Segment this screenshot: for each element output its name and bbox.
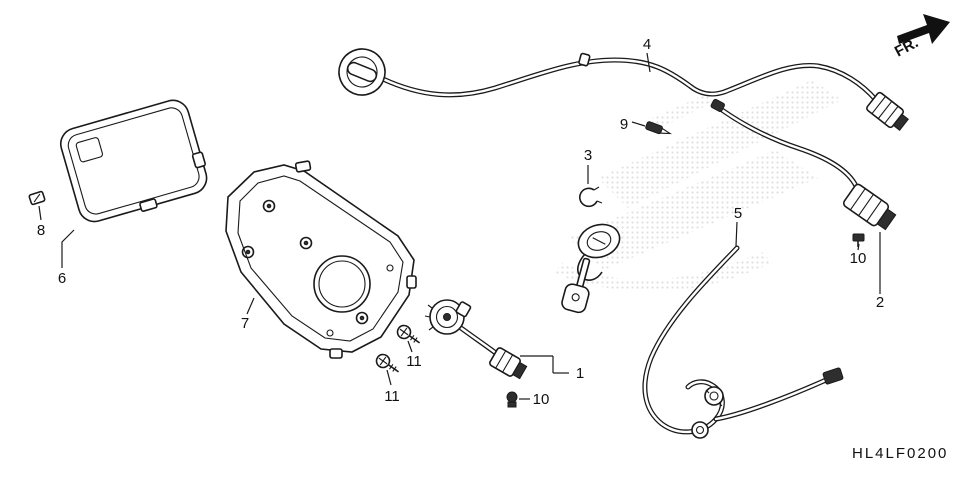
cable-clamp (578, 52, 591, 67)
callout-3: 3 (584, 147, 592, 164)
harness-tip (710, 98, 725, 113)
harness-end-connector (822, 367, 844, 385)
harness-grommet (852, 233, 865, 247)
meter-case (225, 160, 417, 359)
combination-switch-assembly (424, 299, 528, 408)
sub-harness (710, 98, 897, 247)
harness-switch (691, 421, 709, 439)
screw-boss (241, 199, 369, 325)
meter-socket (191, 151, 206, 169)
callout-2: 2 (876, 294, 884, 311)
meter-assembly (59, 99, 208, 223)
callout-9: 9 (620, 116, 628, 133)
harness-switch (704, 386, 724, 407)
wire-harness-loop (642, 245, 844, 439)
switch-knob (424, 299, 472, 335)
callout-1: 1 (576, 365, 584, 382)
meter-cable-assembly (338, 48, 909, 131)
callout-5: 5 (734, 205, 742, 222)
switch-grommet (506, 391, 518, 408)
honda-wing-watermark (556, 80, 842, 292)
cable-cap (338, 48, 386, 96)
retaining-clip (578, 186, 603, 208)
callout-6: 6 (58, 270, 66, 287)
callout-11a: 11 (406, 353, 422, 370)
callout-4: 4 (643, 36, 651, 53)
cable-connector (866, 91, 909, 131)
callout-10b: 10 (850, 250, 867, 267)
callout-11b: 11 (384, 388, 400, 405)
callout-8: 8 (37, 222, 45, 239)
screw (375, 353, 400, 373)
meter-clip (28, 190, 46, 206)
meter-tab (139, 198, 158, 212)
screw (396, 324, 421, 344)
key (561, 257, 591, 314)
meter-display-icon (75, 137, 104, 163)
harness-clip (645, 121, 673, 135)
callout-7: 7 (241, 315, 249, 332)
diagram-code: HL4LF0200 (852, 445, 948, 462)
harness-connector (842, 183, 897, 231)
switch-connector (489, 347, 528, 380)
callout-10a: 10 (533, 391, 550, 408)
fr-direction-arrow: FR. (892, 14, 950, 61)
fr-label: FR. (892, 34, 921, 60)
leader-lines (38, 52, 881, 400)
